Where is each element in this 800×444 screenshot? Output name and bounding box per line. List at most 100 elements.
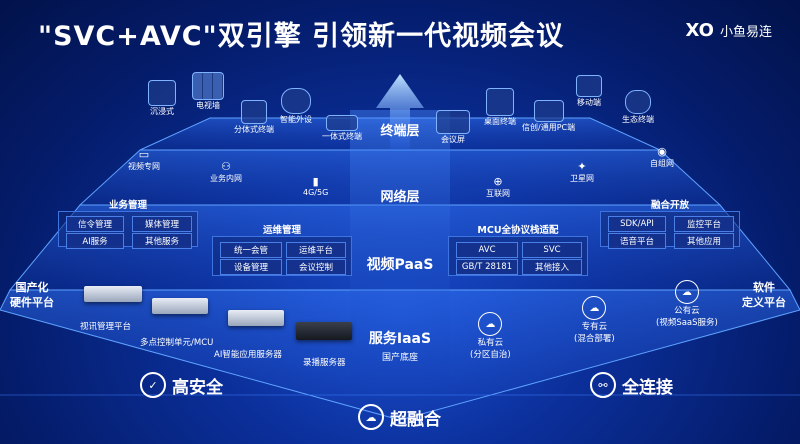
terminal-label: 一体式终端 <box>322 132 362 141</box>
terminal-desktop: 桌面终端 <box>484 88 516 127</box>
panel-item: SVC <box>522 242 582 258</box>
network-tree-icon: ⚇ <box>221 160 231 173</box>
server-icon <box>152 298 208 314</box>
panel-title: 融合开放 <box>650 200 689 211</box>
network-video-private: ▭ 视频专网 <box>128 148 160 172</box>
logo-mark-icon: XO <box>685 20 714 41</box>
ops-management-panel: 运维管理 统一会管 运维平台 设备管理 会议控制 <box>212 222 352 282</box>
desktop-terminal-icon <box>486 88 514 116</box>
panel-item: 统一会管 <box>220 242 282 258</box>
panel-item: 其他接入 <box>522 259 582 275</box>
terminal-label: 沉浸式 <box>150 107 174 116</box>
terminal-meeting-screen: 会议屏 <box>436 110 470 145</box>
monitor-icon: ▭ <box>138 148 150 161</box>
ecosystem-terminal-icon <box>625 90 651 114</box>
all-in-one-terminal-icon <box>326 115 358 131</box>
cloud-icon: ☁ <box>582 296 607 320</box>
satellite-icon: ✦ <box>577 160 587 173</box>
meeting-screen-icon <box>436 110 470 134</box>
signal-icon: ▮ <box>312 175 319 188</box>
left-side-label: 国产化 硬件平台 <box>10 281 54 309</box>
cloud-label: 专有云 (混合部署) <box>574 322 615 344</box>
terminal-label: 移动端 <box>577 98 601 107</box>
server-icon <box>228 310 284 326</box>
brand-logo: XO 小鱼易连 <box>685 20 772 41</box>
terminal-immersive: 沉浸式 <box>148 80 176 117</box>
footer-label: 全连接 <box>622 377 673 398</box>
page-title: "SVC+AVC"双引擎 引领新一代视频会议 <box>38 21 565 52</box>
cloud-label: 公有云 (视频SaaS服务) <box>656 306 718 328</box>
footer-label: 超融合 <box>390 409 441 430</box>
cloud-icon: ☁ <box>478 312 503 336</box>
terminal-label: 生态终端 <box>622 115 654 124</box>
terminal-label: 智能外设 <box>280 115 312 124</box>
network-label: 业务内网 <box>210 174 242 183</box>
terminal-label: 电视墙 <box>196 101 220 110</box>
panel-item: 信令管理 <box>66 216 124 232</box>
network-label: 卫星网 <box>570 174 594 183</box>
smart-peripheral-icon <box>281 88 311 114</box>
server-label: 视讯管理平台 <box>80 322 132 332</box>
terminal-split: 分体式终端 <box>234 100 274 135</box>
terminal-label: 信创/通用PC端 <box>522 123 576 132</box>
server-label: 多点控制单元/MCU <box>140 338 214 348</box>
connection-icon: ⚯ <box>590 372 616 398</box>
terminal-ecosystem: 生态终端 <box>622 90 654 125</box>
panel-item: SDK/API <box>608 216 666 232</box>
server-label: 录播服务器 <box>303 358 346 368</box>
server-icon <box>296 322 352 340</box>
panel-title: MCU全协议栈适配 <box>477 225 559 236</box>
cloud-icon: ☁ <box>358 404 384 430</box>
dedicated-cloud: ☁ 专有云 (混合部署) <box>574 296 615 344</box>
panel-item: 其他应用 <box>674 233 734 249</box>
panel-title: 业务管理 <box>108 200 147 211</box>
adhoc-network-icon: ◉ <box>657 145 667 158</box>
iaas-layer-label: 服务IaaS <box>368 331 432 347</box>
mcu-adaptation-panel: MCU全协议栈适配 AVC SVC GB/T 28181 其他接入 <box>448 222 588 282</box>
network-label: 互联网 <box>486 189 510 198</box>
pc-client-icon <box>533 100 564 122</box>
panel-item: 媒体管理 <box>132 216 192 232</box>
tv-wall-icon <box>192 72 224 100</box>
server-label: AI智能应用服务器 <box>214 350 282 360</box>
full-connectivity: ⚯ 全连接 <box>590 372 673 398</box>
network-4g5g: ▮ 4G/5G <box>303 175 328 197</box>
hyper-converged: ☁ 超融合 <box>358 404 441 430</box>
business-management-panel: 业务管理 信令管理 媒体管理 AI服务 其他服务 <box>58 197 198 257</box>
globe-icon: ⊕ <box>493 175 503 188</box>
terminal-label: 分体式终端 <box>234 125 274 134</box>
network-adhoc: ◉ 自组网 <box>650 145 674 169</box>
panel-item: AVC <box>456 242 518 258</box>
network-label: 4G/5G <box>303 188 329 197</box>
center-beam <box>350 110 450 380</box>
immersive-room-icon <box>148 80 176 106</box>
integration-open-panel: 融合开放 SDK/API 监控平台 语音平台 其他应用 <box>600 197 740 257</box>
panel-item: 监控平台 <box>674 216 734 232</box>
panel-item: 会议控制 <box>286 259 346 275</box>
paas-layer-label: 视频PaaS <box>366 257 434 273</box>
terminal-label: 会议屏 <box>441 135 465 144</box>
network-satellite: ✦ 卫星网 <box>570 160 594 184</box>
high-security: ✓ 高安全 <box>140 372 223 398</box>
right-side-label: 软件 定义平台 <box>742 281 786 309</box>
panel-item: 其他服务 <box>132 233 192 249</box>
network-layer-label: 网络层 <box>380 190 420 205</box>
public-cloud: ☁ 公有云 (视频SaaS服务) <box>656 280 718 328</box>
cloud-icon: ☁ <box>674 280 699 304</box>
terminal-label: 桌面终端 <box>484 117 516 126</box>
terminal-all-in-one: 一体式终端 <box>322 115 362 142</box>
network-label: 自组网 <box>650 159 674 168</box>
panel-item: GB/T 28181 <box>456 259 518 275</box>
terminal-tv-wall: 电视墙 <box>192 72 224 111</box>
terminal-mobile: 移动端 <box>576 75 602 108</box>
terminal-layer-label: 终端层 <box>380 124 420 139</box>
up-arrow-icon <box>376 74 424 150</box>
network-business-intranet: ⚇ 业务内网 <box>210 160 242 184</box>
footer-label: 高安全 <box>172 377 223 398</box>
server-icon <box>84 286 142 302</box>
panel-item: 设备管理 <box>220 259 282 275</box>
shield-icon: ✓ <box>140 372 166 398</box>
panel-title: 运维管理 <box>262 225 301 236</box>
